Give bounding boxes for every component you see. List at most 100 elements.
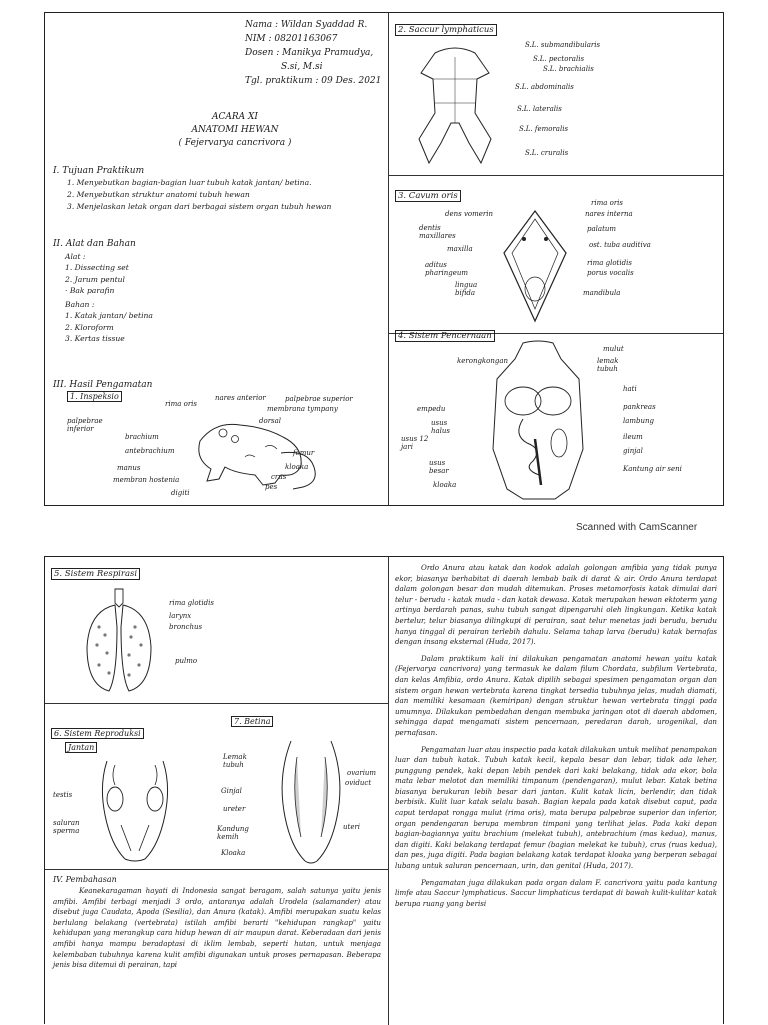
lecturer: Dosen : Manikya Pramudya,	[245, 48, 374, 58]
lbl-usus-12-jari: usus 12 jari	[401, 435, 429, 451]
lbl-kerongkongan: kerongkongan	[457, 357, 509, 365]
lbl-kantung-air-seni: Kantung air seni	[623, 465, 682, 473]
pembahasan-p4: Pengamatan luar atau inspectio pada kata…	[395, 744, 717, 871]
lbl-sl-femoralis: S.L. femoralis	[519, 125, 569, 133]
lbl-membran-hostenia: membran hostenia	[113, 476, 180, 484]
acara-title: ACARA XI	[212, 112, 258, 122]
frog-external-drawing	[198, 423, 316, 490]
column-divider-2	[388, 557, 389, 1025]
lbl-ginjal-repro: Ginjal	[221, 787, 242, 795]
lbl-rima-glotidis: rima glotidis	[169, 599, 214, 607]
alat-label: Alat :	[65, 251, 86, 261]
reproduksi-title: 6. Sistem Reproduksi	[51, 728, 144, 739]
saccur-lymphaticus-drawing	[418, 47, 492, 165]
lbl-ovarium: ovarium	[347, 769, 377, 777]
cavum-oris-drawing	[503, 209, 567, 323]
bahan-item: 1. Katak jantan/ betina	[65, 311, 153, 320]
lbl-membrana-tympany: membrana tympany	[267, 405, 338, 413]
lbl-lingua-bifida: lingua bifida	[455, 281, 478, 297]
tujuan-heading: I. Tujuan Praktikum	[53, 166, 145, 176]
lbl-antebrachium: antebrachium	[125, 447, 175, 455]
alat-item: · Bak parafin	[65, 286, 115, 295]
lbl-usus-halus: usus halus	[431, 419, 451, 435]
tujuan-item: 3. Menjelaskan letak organ dari berbagai…	[67, 202, 332, 211]
lbl-ileum: ileum	[623, 433, 643, 441]
row-divider-b	[388, 333, 723, 334]
female-reproductive-drawing	[281, 740, 341, 864]
lbl-rima-oris-cavum: rima oris	[591, 199, 624, 207]
lbl-nares-anterior: nares anterior	[215, 394, 266, 402]
lbl-nares-interna: nares interna	[585, 210, 633, 218]
cavum-title: 3. Cavum oris	[395, 190, 461, 202]
pembahasan-p5: Pengamatan juga dilakukan pada organ dal…	[395, 877, 717, 908]
lbl-hati: hati	[623, 385, 637, 393]
page-one: Nama : Wildan Syaddad R. NIM : 082011630…	[44, 12, 724, 506]
page-two: 5. Sistem Respirasi rima glotidis larynx…	[44, 556, 724, 1025]
pembahasan-left-column: Keanekaragaman hayati di Indonesia sanga…	[53, 886, 381, 971]
lbl-bronchus: bronchus	[169, 623, 203, 631]
lbl-sl-submandibularis: S.L. submandibularis	[525, 41, 601, 49]
male-reproductive-drawing	[101, 760, 169, 862]
lbl-dentis-maxillares: dentis maxillares	[419, 224, 456, 240]
lbl-empedu: empedu	[417, 405, 446, 413]
lbl-dens-vomerin: dens vomerin	[445, 210, 493, 218]
pembahasan-heading: IV. Pembahasan	[53, 875, 117, 884]
inspeksi-label: 1. Inspeksio	[67, 391, 122, 402]
lbl-sl-brachialis: S.L. brachialis	[543, 65, 594, 73]
hasil-section: III. Hasil Pengamatan 1. Inspeksio	[53, 379, 152, 403]
lbl-pankreas: pankreas	[623, 403, 656, 411]
student-name: Nama : Wildan Syaddad R.	[245, 20, 368, 30]
respiratory-system-drawing	[86, 588, 152, 692]
pembahasan-p2: Ordo Anura atau katak dan kodok adalah g…	[395, 563, 717, 647]
bahan-label: Bahan :	[65, 299, 95, 309]
practicum-date: Tgl. praktikum : 09 Des. 2021	[245, 76, 382, 86]
lbl-manus: manus	[117, 464, 141, 472]
pembahasan-right-column: Ordo Anura atau katak dan kodok adalah g…	[395, 563, 717, 909]
title-block: ACARA XI ANATOMI HEWAN ( Fejervarya canc…	[175, 111, 295, 150]
species-title: ( Fejervarya cancrivora )	[178, 138, 292, 148]
tujuan-section: I. Tujuan Praktikum 1. Menyebutkan bagia…	[53, 165, 331, 213]
lbl-rima-glotidis-cavum: rima glotidis	[587, 259, 632, 267]
lbl-uteri: uteri	[343, 823, 361, 831]
tujuan-item: 1. Menyebutkan bagian-bagian luar tubuh …	[67, 178, 312, 187]
lbl-maxilla: maxilla	[447, 245, 473, 253]
lbl-lambung: lambung	[623, 417, 655, 425]
lbl-lemak-tubuh: lemak tubuh	[597, 357, 619, 373]
lbl-lemak-tubuh-repro: Lemak tubuh	[223, 753, 247, 769]
lbl-kandung-kemih: Kandung kemih	[217, 825, 249, 841]
respirasi-title: 5. Sistem Respirasi	[51, 568, 141, 580]
lbl-testis: testis	[53, 791, 73, 799]
alat-heading: II. Alat dan Bahan	[53, 239, 136, 249]
lbl-mulut: mulut	[603, 345, 624, 353]
lbl-mandibula: mandibula	[583, 289, 621, 297]
lbl-aditus-pharingeum: aditus pharingeum	[425, 261, 469, 277]
lbl-tuba-auditiva: ost. tuba auditiva	[589, 241, 651, 249]
lbl-femur: femur	[293, 449, 315, 457]
lbl-usus-besar: usus besar	[429, 459, 449, 475]
lbl-larynx: larynx	[169, 612, 192, 620]
lbl-crus: crus	[271, 473, 287, 481]
lbl-pes: pes	[265, 483, 278, 491]
judul-title: ANATOMI HEWAN	[191, 125, 279, 135]
betina-label: 7. Betina	[231, 716, 274, 727]
alat-item: 1. Dissecting set	[65, 263, 129, 272]
lbl-palpebrae-inferior: palpebrae inferior	[67, 417, 103, 433]
row-divider-a	[388, 175, 723, 176]
lecturer-degree: S.si, M.si	[281, 62, 323, 72]
lbl-palatum: palatum	[587, 225, 617, 233]
tujuan-item: 2. Menyebutkan struktur anatomi tubuh he…	[67, 190, 250, 199]
lbl-digiti: digiti	[171, 489, 190, 497]
student-header: Nama : Wildan Syaddad R. NIM : 082011630…	[245, 18, 381, 88]
lbl-saluran-sperma: saluran sperma	[53, 819, 80, 835]
lbl-kloaka-pencernaan: kloaka	[433, 481, 457, 489]
lbl-pulmo: pulmo	[175, 657, 198, 665]
hasil-heading: III. Hasil Pengamatan	[53, 380, 153, 390]
lbl-kloaka-repro: Kloaka	[221, 849, 246, 857]
pembahasan-p3: Dalam praktikum kali ini dilakukan penga…	[395, 653, 717, 737]
lbl-sl-lateralis: S.L. lateralis	[517, 105, 562, 113]
lbl-palpebrae-superior: palpebrae superior	[285, 395, 353, 403]
lbl-oviduct: oviduct	[345, 779, 372, 787]
bahan-item: 3. Kertas tissue	[65, 334, 125, 343]
row-divider-c	[45, 703, 388, 704]
bahan-item: 2. Kloroform	[65, 322, 114, 332]
